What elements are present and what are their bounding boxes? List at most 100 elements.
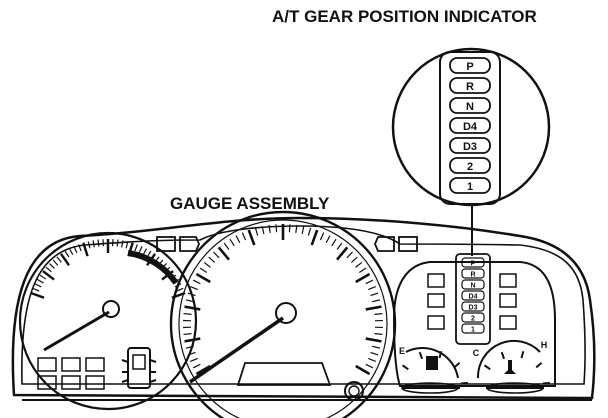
speedo-tick bbox=[295, 224, 298, 233]
speedo-tick bbox=[268, 224, 271, 233]
temp-cold-label: C bbox=[473, 348, 480, 358]
gear-label: 1 bbox=[467, 181, 473, 193]
fuel-tick bbox=[460, 381, 468, 385]
coolant-temp-icon bbox=[504, 360, 516, 374]
speedo-tick bbox=[374, 312, 383, 315]
odometer-window bbox=[236, 362, 332, 386]
speedo-tick bbox=[184, 337, 201, 343]
gear-small-label: P bbox=[471, 261, 476, 268]
speedo-tick bbox=[199, 267, 208, 274]
tach-tick bbox=[73, 246, 78, 254]
speedo-tick bbox=[350, 256, 358, 263]
tach-tick bbox=[142, 248, 148, 256]
speedo-tick bbox=[368, 357, 376, 363]
speedo-tick bbox=[190, 357, 198, 363]
fuel-gauge: E bbox=[399, 346, 468, 394]
gear-small-label: 1 bbox=[471, 327, 475, 334]
speedo-tick bbox=[187, 351, 196, 356]
speedo-tick bbox=[368, 285, 376, 291]
speedo-tick bbox=[241, 232, 247, 241]
speedo-tick bbox=[370, 292, 379, 297]
speedo-tick bbox=[358, 267, 367, 274]
tach-tick bbox=[37, 278, 44, 284]
temperature-gauge: C H bbox=[473, 339, 550, 394]
fuel-tick bbox=[401, 364, 409, 371]
warning-lamp bbox=[37, 357, 57, 372]
speedo-tick bbox=[325, 235, 331, 244]
speedo-tick bbox=[261, 226, 265, 235]
tach-tick bbox=[121, 240, 124, 248]
gear-small-item-p: P bbox=[461, 257, 485, 268]
tach-tick bbox=[56, 256, 62, 263]
speedo-tick bbox=[365, 279, 374, 285]
gear-small-label: D3 bbox=[469, 305, 478, 312]
gauge-assembly-title: GAUGE ASSEMBLY bbox=[170, 194, 330, 213]
gear-item-2: 2 bbox=[449, 157, 491, 174]
gear-small-item-r: R bbox=[461, 268, 485, 279]
speedo-tick bbox=[370, 351, 379, 356]
speedo-needle bbox=[189, 316, 284, 384]
fuel-pump-icon bbox=[426, 356, 438, 370]
gear-item-r: R bbox=[449, 77, 491, 94]
trip-reset-knob[interactable] bbox=[344, 381, 364, 401]
indicator-lamp bbox=[427, 315, 445, 330]
gear-item-d4: D4 bbox=[449, 117, 491, 134]
tach-tick bbox=[32, 287, 40, 292]
indicator-lamp bbox=[499, 273, 517, 288]
temp-tick bbox=[500, 351, 506, 360]
gear-small-label: 2 bbox=[471, 316, 475, 323]
speedo-tick bbox=[374, 333, 383, 336]
tach-tick bbox=[87, 241, 91, 249]
speedo-tick bbox=[307, 227, 312, 236]
left-lamp-2 bbox=[179, 236, 200, 252]
gear-item-d3: D3 bbox=[449, 137, 491, 154]
speedo-tick bbox=[185, 345, 194, 349]
speedo-tick bbox=[365, 305, 382, 311]
speedo-tick bbox=[346, 251, 353, 259]
speedo-tick bbox=[355, 261, 363, 268]
tach-tick bbox=[125, 241, 129, 249]
tach-tick bbox=[30, 291, 45, 299]
gear-label: D3 bbox=[463, 141, 477, 153]
warning-lamp bbox=[61, 375, 81, 390]
speedo-tick bbox=[195, 272, 211, 284]
speedo-tick bbox=[331, 238, 337, 247]
gear-item-p: P bbox=[449, 57, 491, 74]
gear-item-1: 1 bbox=[449, 177, 491, 194]
tach-tick bbox=[92, 240, 95, 248]
left-warning-lamp-grid bbox=[37, 357, 105, 390]
speedo-tick bbox=[183, 333, 192, 336]
gear-label: N bbox=[466, 101, 474, 113]
tach-tick bbox=[45, 266, 52, 273]
speedo-tick bbox=[229, 238, 235, 247]
tach-needle bbox=[43, 310, 110, 352]
speedo-tick bbox=[301, 226, 305, 235]
speedo-tick bbox=[203, 261, 211, 268]
tach-tick bbox=[116, 239, 119, 247]
tach-tick bbox=[68, 248, 74, 256]
tach-tick bbox=[176, 287, 184, 292]
gear-small-item-n: N bbox=[461, 279, 485, 290]
tach-tick bbox=[78, 244, 82, 252]
tach-redzone bbox=[127, 250, 179, 285]
warning-lamp bbox=[85, 375, 105, 390]
speedo-tick bbox=[355, 272, 371, 284]
temp-tick bbox=[520, 350, 525, 359]
temp-hot-label: H bbox=[541, 340, 548, 350]
tach-tick bbox=[134, 244, 138, 252]
indicator-lamp bbox=[427, 293, 445, 308]
speedo-tick bbox=[355, 364, 371, 376]
gear-small-label: N bbox=[470, 283, 475, 290]
indicator-lamp bbox=[427, 273, 445, 288]
gear-small-item-d4: D4 bbox=[461, 290, 485, 301]
tach-tick bbox=[49, 263, 55, 269]
speedo-tick bbox=[247, 229, 256, 246]
speedo-tick bbox=[195, 364, 211, 376]
speedo-tick bbox=[217, 246, 231, 261]
gear-small-item-d3: D3 bbox=[461, 301, 485, 312]
